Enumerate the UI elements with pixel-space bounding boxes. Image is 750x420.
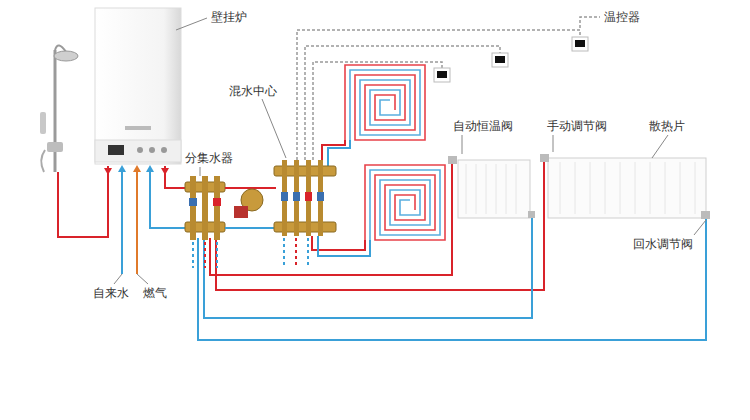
- callout-label: 温控器: [603, 10, 641, 24]
- callout-label: 手动调节阀: [546, 119, 608, 133]
- thermostat-wires: [297, 17, 600, 160]
- floor-coils: [345, 65, 445, 240]
- callout-label: 分集水器: [184, 151, 234, 165]
- callout-label: 混水中心: [228, 84, 278, 98]
- shower: [40, 45, 78, 172]
- manifold-stubs: [193, 242, 217, 268]
- callout-label: 回水调节阀: [632, 237, 694, 251]
- callout-label: 散热片: [648, 119, 686, 133]
- leader-lines: [114, 18, 706, 284]
- thermostats: [434, 37, 588, 82]
- flow-arrows: [104, 165, 169, 175]
- callout-label: 燃气: [142, 286, 168, 300]
- radiators: [448, 154, 710, 219]
- mixing-stubs: [284, 238, 308, 266]
- mixing-center: [274, 160, 336, 236]
- callout-label: 自动恒温阀: [452, 119, 514, 133]
- pump: [234, 189, 263, 218]
- callout-label: 壁挂炉: [210, 10, 248, 24]
- boiler-pipes: [58, 166, 186, 274]
- wall-boiler: [95, 8, 181, 164]
- manifold: [185, 176, 225, 240]
- callout-label: 自来水: [92, 286, 130, 300]
